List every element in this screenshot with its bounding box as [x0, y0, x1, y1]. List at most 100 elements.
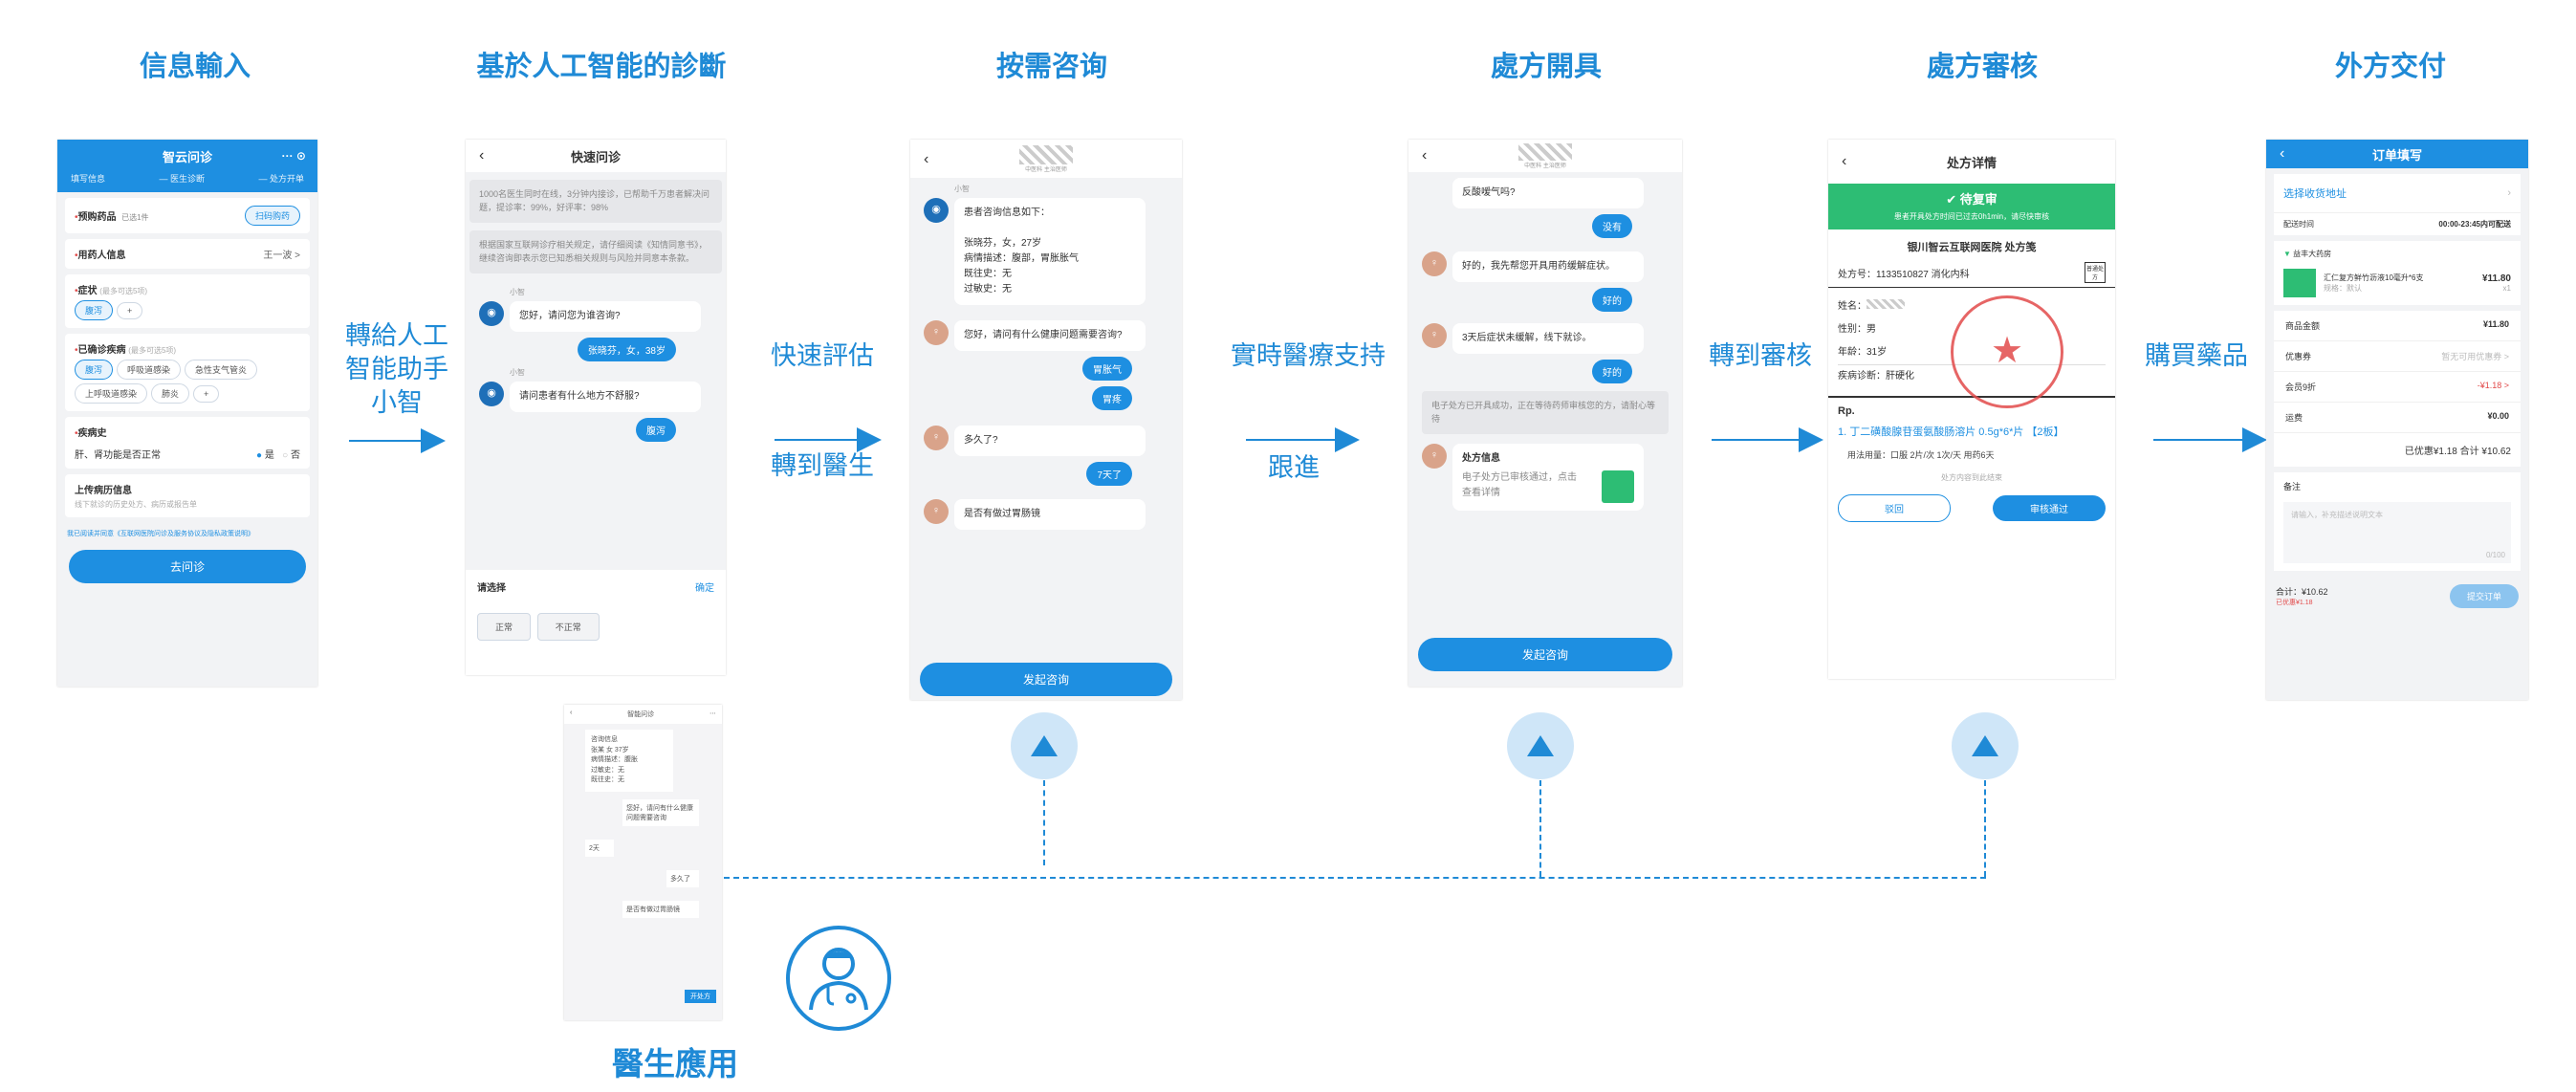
doctor-app-bubble: 2天	[585, 839, 614, 857]
yes-label: 是	[264, 450, 274, 461]
back-icon[interactable]: ‹	[1422, 147, 1428, 164]
arrow3-label-top: 實時醫療支持	[1231, 341, 1386, 370]
add-symptom-button[interactable]: +	[117, 302, 143, 319]
start-consult-button[interactable]: 发起咨询	[1418, 638, 1672, 671]
history-question: 肝、肾功能是否正常	[75, 450, 161, 461]
back-icon[interactable]: ‹	[570, 710, 573, 716]
confirm-button[interactable]: 确定	[695, 583, 714, 594]
doctor-app-label: 醫生應用	[612, 1046, 738, 1081]
doctor-icon	[786, 926, 891, 1031]
arrow3-line	[1246, 439, 1337, 441]
yes-radio[interactable]: ●	[256, 450, 265, 461]
no-radio[interactable]: ○	[282, 450, 291, 461]
arrow1-head	[421, 428, 446, 453]
connector-horizontal	[724, 877, 1986, 879]
doctor-avatar: ♀	[924, 426, 949, 450]
option-normal[interactable]: 正常	[477, 613, 532, 641]
back-icon[interactable]: ‹	[1842, 153, 1847, 169]
step-fill-info: 填写信息	[71, 174, 106, 184]
disease-pill[interactable]: 呼吸道感染	[117, 360, 182, 380]
doctor-app-info: 咨询信息 张某 女 37岁 病情描述：腹胀 过敏史：无 既往史：无	[585, 730, 673, 792]
address-select[interactable]: 选择收货地址	[2283, 188, 2347, 200]
product-image	[2283, 269, 2316, 297]
step-prescription: — 处方开单	[258, 174, 304, 184]
connector-4	[1539, 780, 1541, 877]
approve-button[interactable]: 审核通过	[1993, 494, 2106, 521]
scan-button[interactable]: 扫码购药	[244, 206, 300, 226]
robot-icon: ◉	[479, 381, 504, 406]
phone5-title: 处方详情	[1946, 155, 1997, 170]
system-notice: 电子处方已开具成功，正在等待药师审核您的方，请耐心等待	[1422, 391, 1669, 434]
doctor-app-bubble: 多久了	[666, 869, 699, 887]
bot-bubble: ◉请问患者有什么地方不舒服?	[479, 381, 701, 412]
prescribe-button[interactable]: 开处方	[685, 990, 716, 1003]
drug-line: 1. 丁二磺酸腺苷蛋氨酸肠溶片 0.5g*6*片 【2板】	[1838, 426, 2064, 438]
symptom-hint: (最多可选5项)	[99, 287, 148, 295]
user-card[interactable]: •用药人信息 王一波 >	[65, 239, 310, 269]
arrow1-line	[349, 440, 421, 442]
drug-label: 预购药品	[77, 212, 117, 223]
coupon-row[interactable]: 优惠券暂无可用优惠券 >	[2274, 341, 2521, 372]
disease-hint: (最多可选5项)	[128, 346, 177, 355]
doctor-avatar: ♀	[924, 499, 949, 524]
footer-discount: 已优惠¥1.18	[2276, 600, 2313, 606]
arrow5-label: 購買藥品	[2145, 341, 2248, 370]
back-icon[interactable]: ‹	[2280, 145, 2285, 162]
symptom-pill[interactable]: 腹泻	[75, 300, 114, 320]
store-icon: ▼	[2283, 250, 2291, 258]
user-bubble: 好的	[1592, 360, 1632, 383]
back-icon[interactable]: ‹	[924, 151, 929, 167]
patient-fields: 姓名： 性别：男 年龄：31岁 疾病诊断：肝硬化 ★	[1828, 288, 2115, 408]
note-card: 备注 请输入，补充描述说明文本 0/100	[2274, 472, 2521, 571]
doctor-title: 中医科 主治医师	[1524, 163, 1566, 169]
phone-info-input: 智云问诊 ··· ⊙ 填写信息 — 医生诊断 — 处方开单 •预购药品 已选1件…	[57, 140, 317, 687]
doctor-app-bubble: 您好，请问有什么健康问题需要咨询	[622, 798, 699, 826]
symptom-label: 症状	[77, 286, 98, 296]
step-diagnosis: — 医生诊断	[159, 174, 205, 184]
arrow2-label-bottom: 轉到醫生	[771, 451, 874, 480]
doctor-avatar: ♀	[1422, 323, 1447, 348]
select-title: 请选择	[477, 583, 506, 594]
connector-3	[1043, 780, 1045, 865]
bot-bubble: ◉您好，请问您为谁咨询?	[479, 300, 701, 332]
reject-button[interactable]: 驳回	[1838, 493, 1951, 522]
status-note: 患者开具处方时间已过去0h1min，请尽快审核	[1893, 212, 2050, 221]
agreement-checkbox[interactable]: 我已阅读并同意《互联网医院问诊及服务协议及隐私政策说明》	[67, 531, 254, 537]
system-notice-2: 根据国家互联网诊疗相关规定，请仔细阅读《知情同意书》，继续咨询即表示您已知悉相关…	[469, 229, 722, 273]
drug-value: 已选1件	[121, 213, 149, 222]
user-bubble: 腹泻	[636, 417, 676, 442]
bot-name: 小智	[510, 287, 525, 296]
store-name: 益丰大药房	[2293, 250, 2332, 258]
member-row[interactable]: 会员9折-¥1.18 >	[2274, 372, 2521, 403]
upload-card[interactable]: 上传病历信息 线下就诊的历史处方、病历或报告单	[65, 474, 310, 517]
user-bubble: 好的	[1592, 288, 1632, 312]
doctor-app-title: 智能问诊	[627, 711, 655, 718]
prescription-card[interactable]: ♀ 处方信息 电子处方已审核通过，点击查看详情	[1422, 443, 1644, 511]
disease-pill[interactable]: 急性支气管炎	[185, 360, 258, 380]
doctor-avatar: ♀	[924, 320, 949, 345]
start-consult-button[interactable]: 发起咨询	[920, 663, 1172, 696]
phone2-title: 快速问诊	[570, 149, 621, 164]
menu-icon[interactable]: ··· ⊙	[281, 149, 306, 163]
disease-pill[interactable]: 腹泻	[75, 360, 114, 380]
back-icon[interactable]: ‹	[479, 147, 485, 164]
add-disease-button[interactable]: +	[193, 385, 220, 403]
user-bubble: 胃疼	[1092, 386, 1132, 410]
doctor-bubble: 反酸嗳气吗?	[1452, 178, 1644, 208]
disease-pill[interactable]: 上呼吸道感染	[75, 383, 148, 404]
arrow5-line	[2153, 439, 2244, 441]
status-text: ✔ 待复审	[1946, 192, 1997, 207]
disease-pill[interactable]: 肺炎	[151, 383, 190, 404]
user-bubble: 张晓芬，女，38岁	[577, 337, 676, 361]
option-abnormal[interactable]: 不正常	[536, 613, 600, 641]
consult-button[interactable]: 去问诊	[69, 550, 306, 583]
submit-order-button[interactable]: 提交订单	[2449, 584, 2519, 608]
user-bubble: 胃胀气	[1082, 357, 1132, 381]
note-input[interactable]: 请输入，补充描述说明文本 0/100	[2283, 502, 2511, 563]
note-count: 0/100	[2485, 551, 2505, 559]
up-arrow-4	[1507, 712, 1574, 779]
robot-icon: ◉	[479, 300, 504, 326]
hospital-title: 银川智云互联网医院 处方笺	[1907, 242, 2037, 253]
